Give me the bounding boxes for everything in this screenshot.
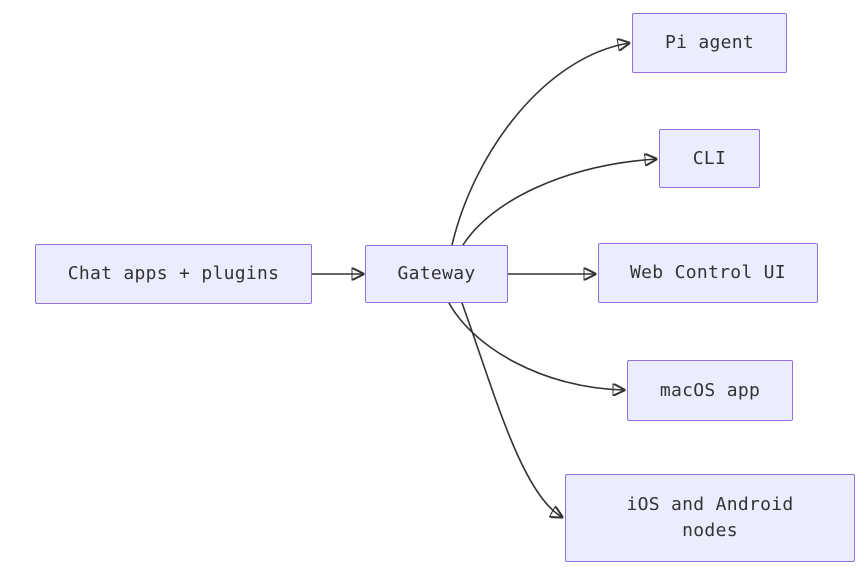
edge-gateway-to-pi-agent	[451, 43, 629, 246]
node-macos-app: macOS app	[627, 360, 793, 421]
node-ios-android-nodes-label: iOS and Android nodes	[626, 494, 794, 541]
edge-gateway-to-macos-app	[448, 302, 624, 390]
node-cli-label: CLI	[692, 147, 727, 169]
node-gateway-label: Gateway	[397, 263, 476, 284]
node-ios-android-nodes: iOS and Android nodes	[565, 474, 855, 562]
node-chat-apps-plugins-label: Chat apps + plugins	[67, 263, 280, 284]
node-pi-agent: Pi agent	[632, 13, 787, 73]
node-chat-apps-plugins: Chat apps + plugins	[35, 244, 312, 304]
node-gateway: Gateway	[365, 245, 508, 303]
node-macos-app-label: macOS app	[659, 379, 761, 401]
edge-gateway-to-cli	[462, 159, 656, 246]
node-pi-agent-label: Pi agent	[664, 32, 755, 53]
node-cli: CLI	[659, 129, 760, 188]
node-web-control-ui-label: Web Control UI	[630, 262, 786, 283]
node-web-control-ui: Web Control UI	[598, 243, 818, 303]
edge-gateway-to-ios-android-nodes	[461, 302, 562, 517]
